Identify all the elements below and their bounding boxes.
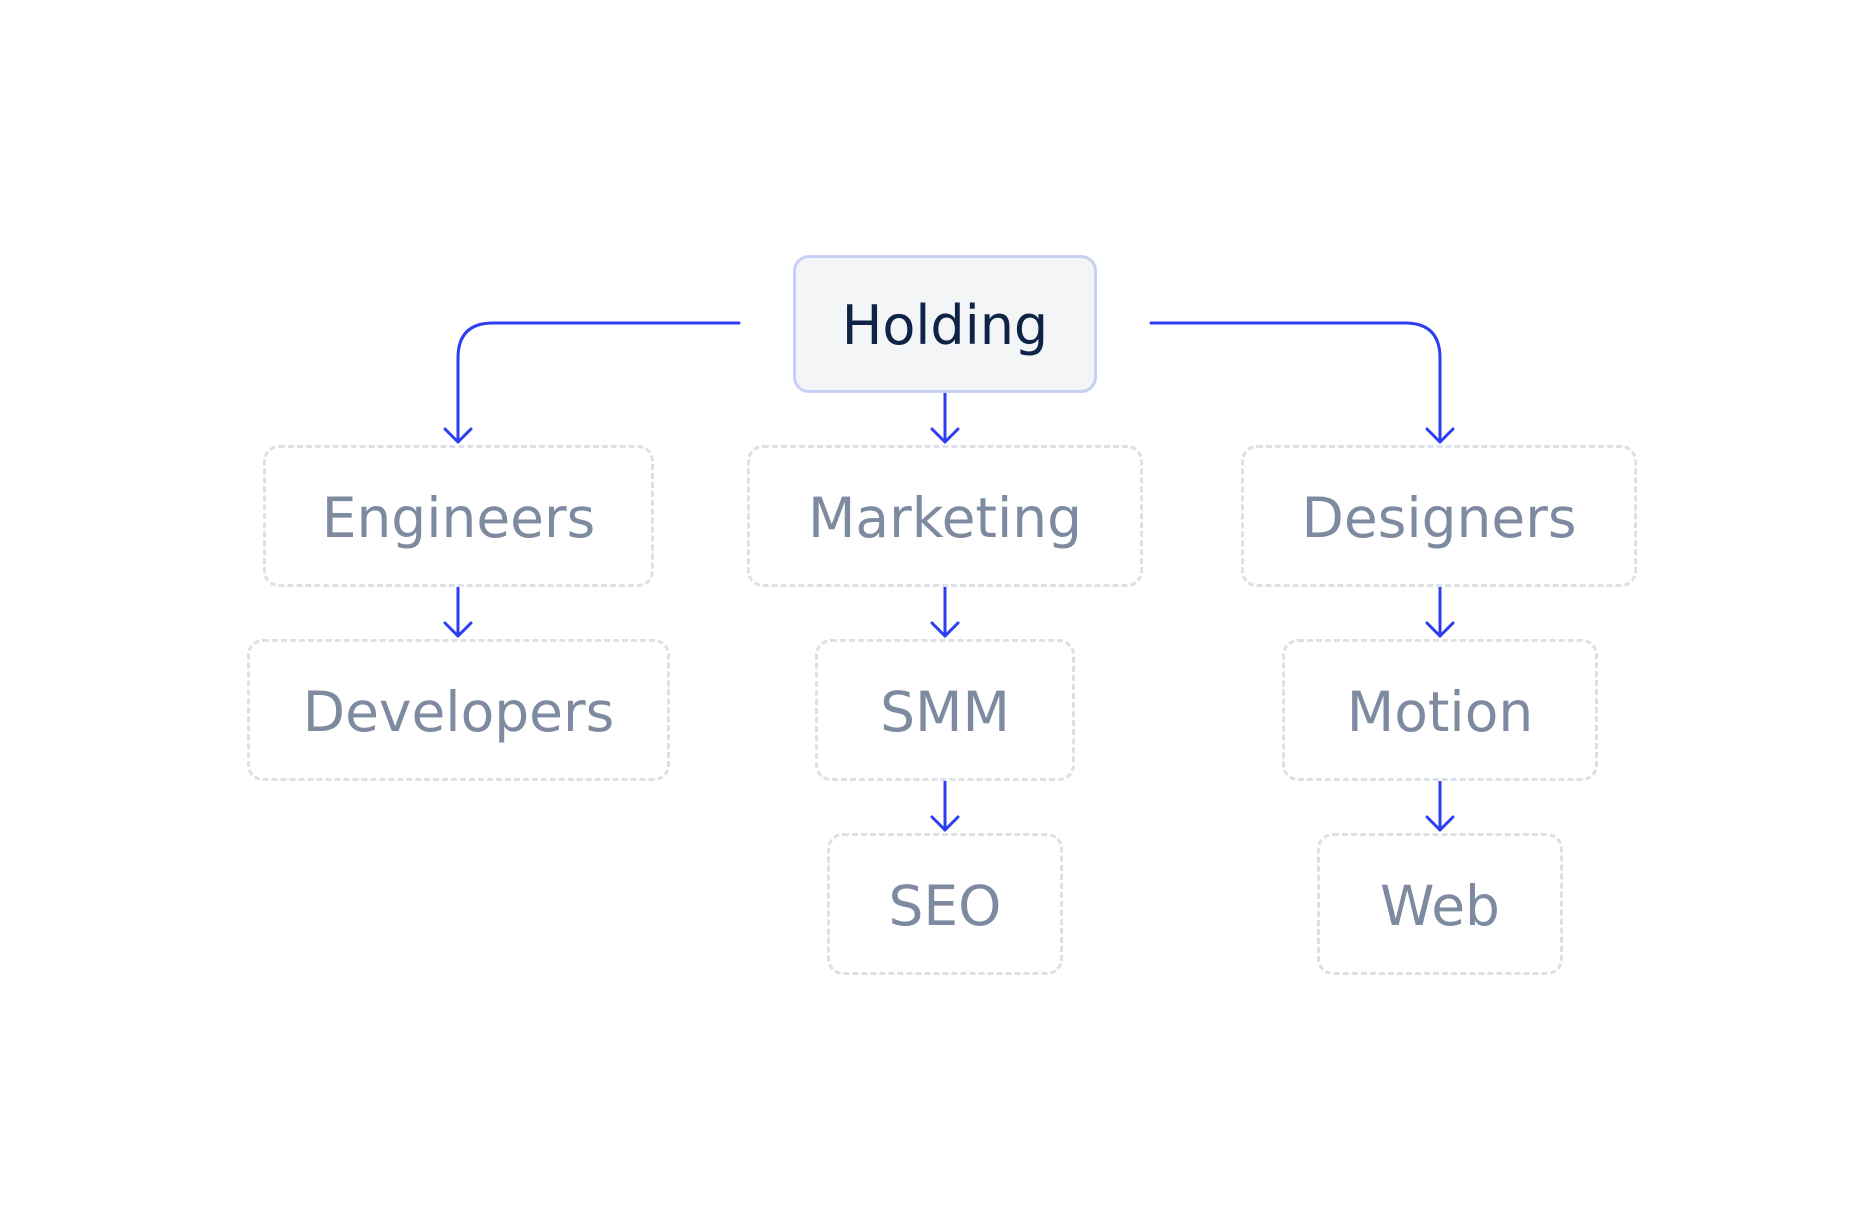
connector-holding-marketing xyxy=(930,391,960,444)
node-motion: Motion xyxy=(1282,639,1598,781)
node-engineers-label: Engineers xyxy=(321,485,596,550)
node-developers: Developers xyxy=(247,639,670,781)
connector-marketing-smm xyxy=(930,585,960,638)
node-marketing: Marketing xyxy=(747,445,1143,587)
connector-motion-web xyxy=(1425,779,1455,832)
node-holding: Holding xyxy=(793,255,1097,393)
node-seo: SEO xyxy=(827,833,1063,975)
connector-holding-engineers xyxy=(443,321,741,444)
node-marketing-label: Marketing xyxy=(807,485,1083,550)
node-engineers: Engineers xyxy=(263,445,654,587)
node-smm-label: SMM xyxy=(880,679,1010,744)
connector-smm-seo xyxy=(930,779,960,832)
node-smm: SMM xyxy=(815,639,1075,781)
node-developers-label: Developers xyxy=(302,679,615,744)
node-designers: Designers xyxy=(1241,445,1637,587)
connector-engineers-developers xyxy=(443,585,473,638)
node-web: Web xyxy=(1317,833,1563,975)
node-web-label: Web xyxy=(1380,873,1500,938)
connector-holding-designers xyxy=(1149,321,1455,444)
node-seo-label: SEO xyxy=(888,873,1002,938)
node-holding-label: Holding xyxy=(841,294,1049,357)
node-motion-label: Motion xyxy=(1346,679,1534,744)
connector-designers-motion xyxy=(1425,585,1455,638)
node-designers-label: Designers xyxy=(1301,485,1577,550)
